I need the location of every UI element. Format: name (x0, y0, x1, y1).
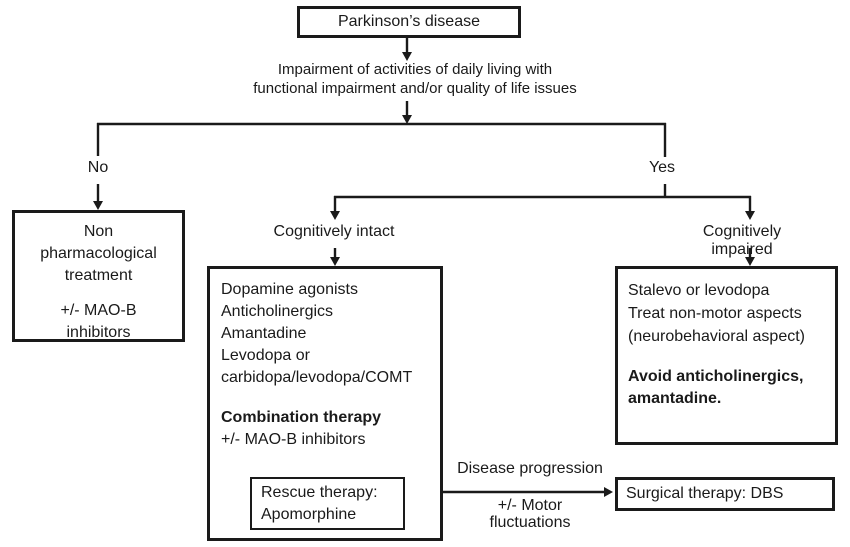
avoid-medications-note: Avoid anticholinergics, amantadine. (628, 368, 804, 407)
surgical-therapy-dbs-label: Surgical therapy: DBS (626, 485, 784, 502)
arrow-down-icon (402, 115, 412, 124)
impairment-question-text: Impairment of activities of daily living… (253, 61, 577, 97)
parkinsons-disease-label: Parkinson’s disease (337, 13, 480, 30)
arrow-down-icon (402, 52, 412, 61)
parkinsons-disease-box: Parkinson’s disease (297, 6, 521, 38)
surgical-therapy-dbs-box: Surgical therapy: DBS (615, 477, 835, 511)
motor-fluctuations-label: +/- Motor fluctuations (489, 497, 571, 531)
non-pharmacological-treatment-text: Non pharmacological treatment (40, 223, 157, 284)
arrow-down-icon (93, 201, 103, 210)
non-pharmacological-treatment-box: Non pharmacological treatment +/- MAO-B … (12, 210, 185, 342)
maob-inhibitors-text: +/- MAO-B inhibitors (60, 302, 137, 341)
connector-to-impaired-label (745, 196, 755, 220)
connector-question-to-split (402, 101, 412, 124)
arrow-right-icon (604, 487, 613, 497)
intact-medications-list: Dopamine agonists Anticholinergics Amant… (221, 281, 413, 386)
branch-label-no: No (87, 159, 109, 176)
arrow-down-icon (745, 211, 755, 220)
branch-label-yes: Yes (648, 159, 676, 176)
rescue-therapy-box: Rescue therapy: Apomorphine (250, 477, 405, 530)
arrow-down-icon (330, 257, 340, 266)
connector-progression-arrow (443, 487, 613, 497)
connector-intact-to-box (330, 248, 340, 266)
arrow-down-icon (745, 257, 755, 266)
combination-therapy-title: Combination therapy (221, 409, 382, 426)
combination-therapy-note: +/- MAO-B inhibitors (221, 431, 366, 448)
cognitively-impaired-label: Cognitively impaired (702, 223, 782, 258)
cognitively-impaired-treatment-box: Stalevo or levodopa Treat non-motor aspe… (615, 266, 838, 445)
connector-impaired-to-box (745, 248, 755, 266)
cognitively-intact-treatment-box: Dopamine agonists Anticholinergics Amant… (207, 266, 443, 541)
impaired-medications-list: Stalevo or levodopa Treat non-motor aspe… (628, 282, 805, 345)
connector-no-branch (93, 123, 103, 210)
cognitively-intact-label: Cognitively intact (273, 223, 395, 240)
arrow-down-icon (330, 211, 340, 220)
connector-to-intact-label (330, 196, 340, 220)
disease-progression-label: Disease progression (457, 460, 603, 477)
connector-root-to-question (402, 38, 412, 61)
